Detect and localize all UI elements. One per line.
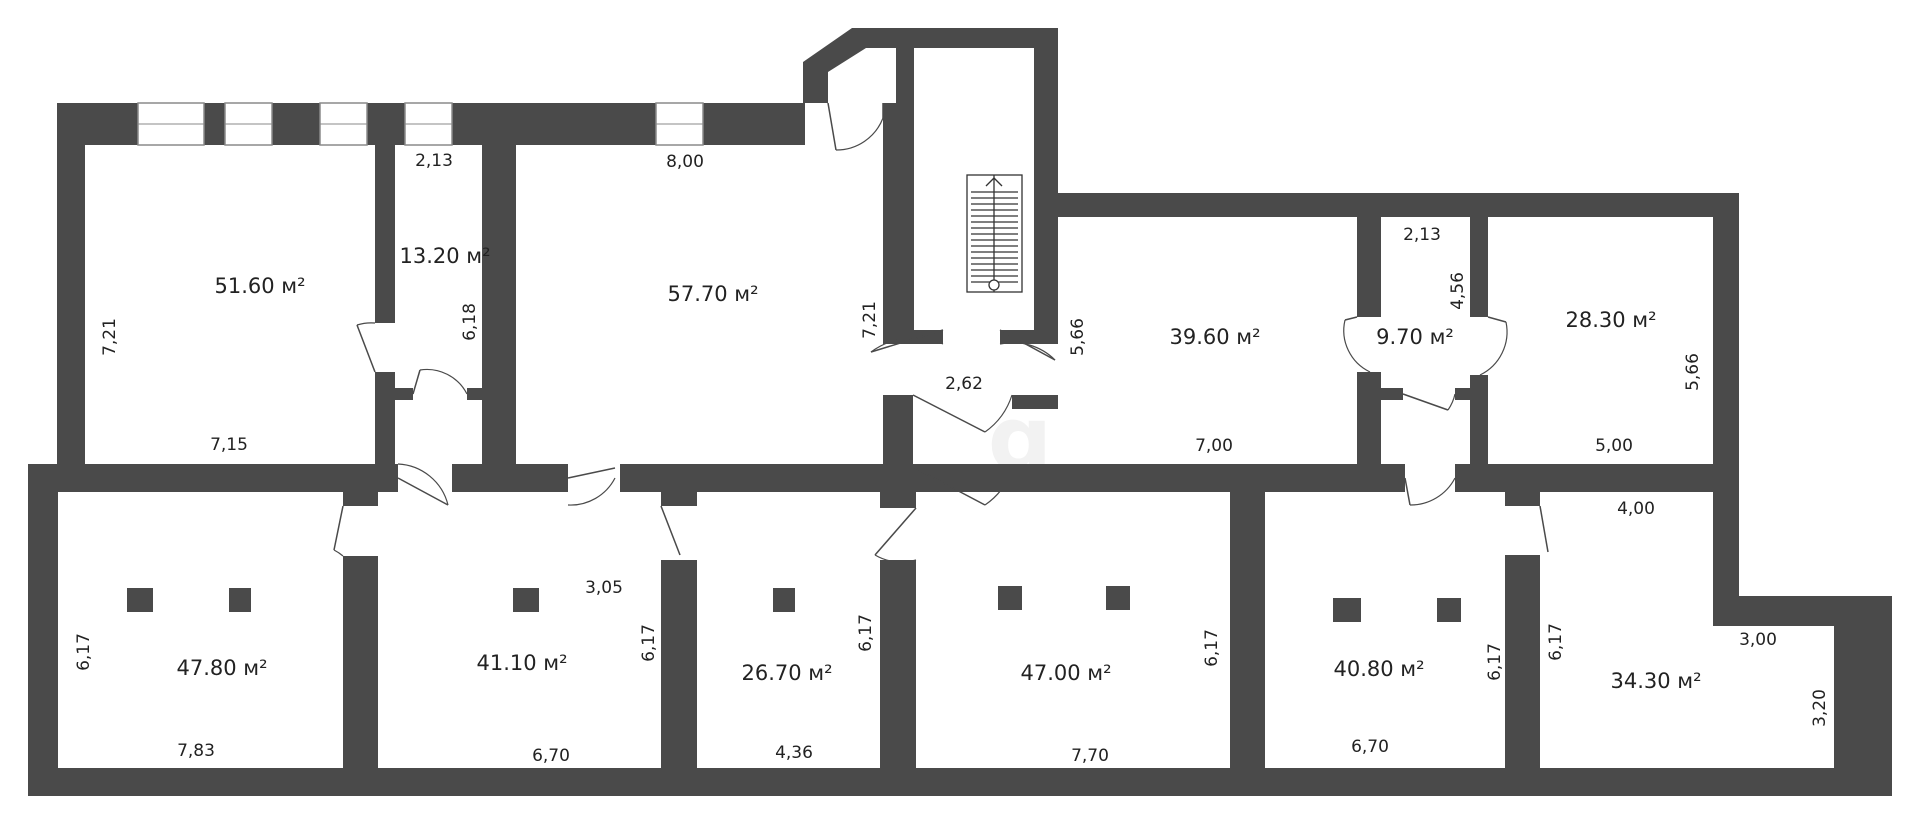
dimension-labels: 2,13 8,00 7,21 6,18 7,15 7,21 2,13 4,56 … [74,151,1830,766]
columns [127,586,1461,622]
room-area-label: 13.20 м² [399,244,490,268]
staircase [966,174,1023,293]
dimension-label: 5,66 [1683,353,1703,391]
dimension-label: 4,00 [1617,499,1655,519]
room-area-label: 47.80 м² [176,656,267,680]
windows [137,102,704,146]
room-area-label: 28.30 м² [1565,308,1656,332]
dimension-label: 6,17 [74,633,94,671]
dimension-label: 6,70 [1351,737,1389,757]
dimension-label: 4,56 [1448,272,1468,310]
room-area-labels: 51.60 м² 13.20 м² 57.70 м² 39.60 м² 9.70… [176,244,1701,693]
room-area-label: 51.60 м² [214,274,305,298]
dimension-label: 6,17 [639,624,659,662]
dimension-label: 7,70 [1071,746,1109,766]
room-area-label: 57.70 м² [667,282,758,306]
dimension-label: 8,00 [666,152,704,172]
dimension-label: 5,00 [1595,436,1633,456]
dimension-label: 2,13 [415,151,453,171]
dimension-label: 6,17 [1202,629,1222,667]
dimension-label: 2,13 [1403,225,1441,245]
doors [333,102,1549,563]
room-area-label: 39.60 м² [1169,325,1260,349]
dimension-label: 4,36 [775,743,813,763]
dimension-label: 2,62 [945,374,983,394]
room-area-label: 26.70 м² [741,661,832,685]
dimension-label: 7,00 [1195,436,1233,456]
dimension-label: 6,70 [532,746,570,766]
room-area-label: 40.80 м² [1333,657,1424,681]
room-area-label: 41.10 м² [476,651,567,675]
dimension-label: 7,15 [210,435,248,455]
dimension-label: 6,17 [1546,623,1566,661]
dimension-label: 3,05 [585,578,623,598]
dimension-label: 7,21 [100,318,120,356]
dimension-label: 5,66 [1068,318,1088,356]
dimension-label: 7,21 [860,301,880,339]
room-area-label: 47.00 м² [1020,661,1111,685]
inner-walls [28,48,1739,770]
room-area-label: 9.70 м² [1376,325,1454,349]
dimension-label: 3,00 [1739,630,1777,650]
dimension-label: 7,83 [177,741,215,761]
room-area-label: 34.30 м² [1610,669,1701,693]
dimension-label: 6,17 [856,614,876,652]
dimension-label: 6,18 [460,303,480,341]
dimension-label: 3,20 [1810,689,1830,727]
dimension-label: 6,17 [1485,643,1505,681]
